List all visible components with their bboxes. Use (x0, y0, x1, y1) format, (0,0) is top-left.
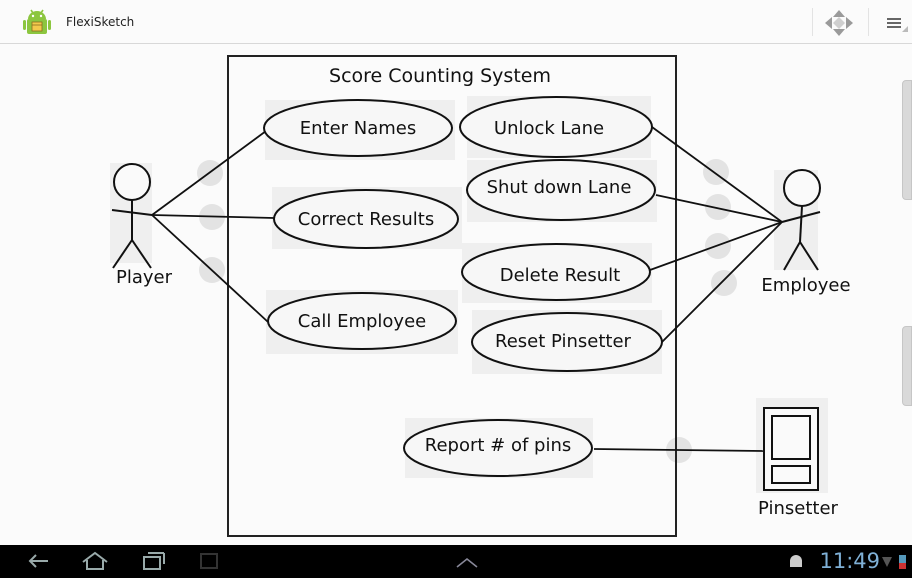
battery-icon (899, 555, 906, 569)
back-icon[interactable] (26, 545, 52, 578)
action-divider (868, 8, 869, 36)
system-navigation-bar: 11:49 (0, 545, 912, 578)
system-boundary[interactable] (227, 55, 677, 537)
actor-head (783, 169, 821, 207)
use-case-label: Report # of pins (425, 435, 571, 456)
use-case-label: Unlock Lane (494, 118, 604, 139)
use-case-diagram[interactable]: Score Counting System Enter Names Unlock… (0, 44, 912, 545)
use-case-unlock-lane[interactable]: Unlock Lane (459, 96, 653, 158)
use-case-label: Call Employee (298, 311, 426, 332)
use-case-shut-down-lane[interactable]: Shut down Lane (466, 159, 656, 221)
action-bar: FlexiSketch (0, 0, 912, 44)
system-title: Score Counting System (329, 65, 551, 87)
actor-employee[interactable] (781, 169, 821, 271)
use-case-report-pins[interactable]: Report # of pins (403, 419, 593, 477)
sketch-canvas[interactable]: Score Counting System Enter Names Unlock… (0, 44, 912, 545)
use-case-delete-result[interactable]: Delete Result (461, 243, 651, 301)
use-case-reset-pinsetter[interactable]: Reset Pinsetter (471, 312, 663, 372)
app-title: FlexiSketch (66, 15, 135, 29)
home-icon[interactable] (80, 545, 110, 578)
actor-head (113, 163, 151, 201)
use-case-label: Shut down Lane (487, 177, 632, 198)
chevron-up-icon[interactable] (452, 545, 482, 578)
use-case-label: Enter Names (300, 118, 417, 139)
actor-pinsetter[interactable] (763, 407, 819, 491)
move-arrows-icon[interactable] (822, 8, 856, 38)
actor-label-player: Player (116, 267, 173, 288)
use-case-label: Delete Result (500, 265, 620, 286)
recent-apps-icon[interactable] (140, 545, 166, 578)
use-case-call-employee[interactable]: Call Employee (267, 292, 457, 350)
android-notification-icon[interactable] (786, 545, 806, 578)
android-app-icon[interactable] (22, 9, 52, 37)
use-case-enter-names[interactable]: Enter Names (263, 99, 453, 157)
overflow-menu-icon[interactable] (884, 12, 908, 34)
use-case-label: Correct Results (298, 209, 434, 230)
action-divider (812, 8, 813, 36)
scroll-handle-bottom[interactable] (902, 326, 912, 406)
actor-player[interactable] (111, 163, 153, 269)
use-case-correct-results[interactable]: Correct Results (273, 189, 459, 249)
wifi-icon (882, 557, 892, 567)
scroll-handle-top[interactable] (902, 80, 912, 200)
status-clock: 11:49 (819, 549, 880, 573)
association-lines (151, 126, 783, 452)
screenshot-icon[interactable] (198, 545, 222, 578)
use-case-label: Reset Pinsetter (495, 331, 632, 352)
actor-label-employee: Employee (761, 275, 850, 296)
actor-label-pinsetter: Pinsetter (758, 498, 839, 519)
